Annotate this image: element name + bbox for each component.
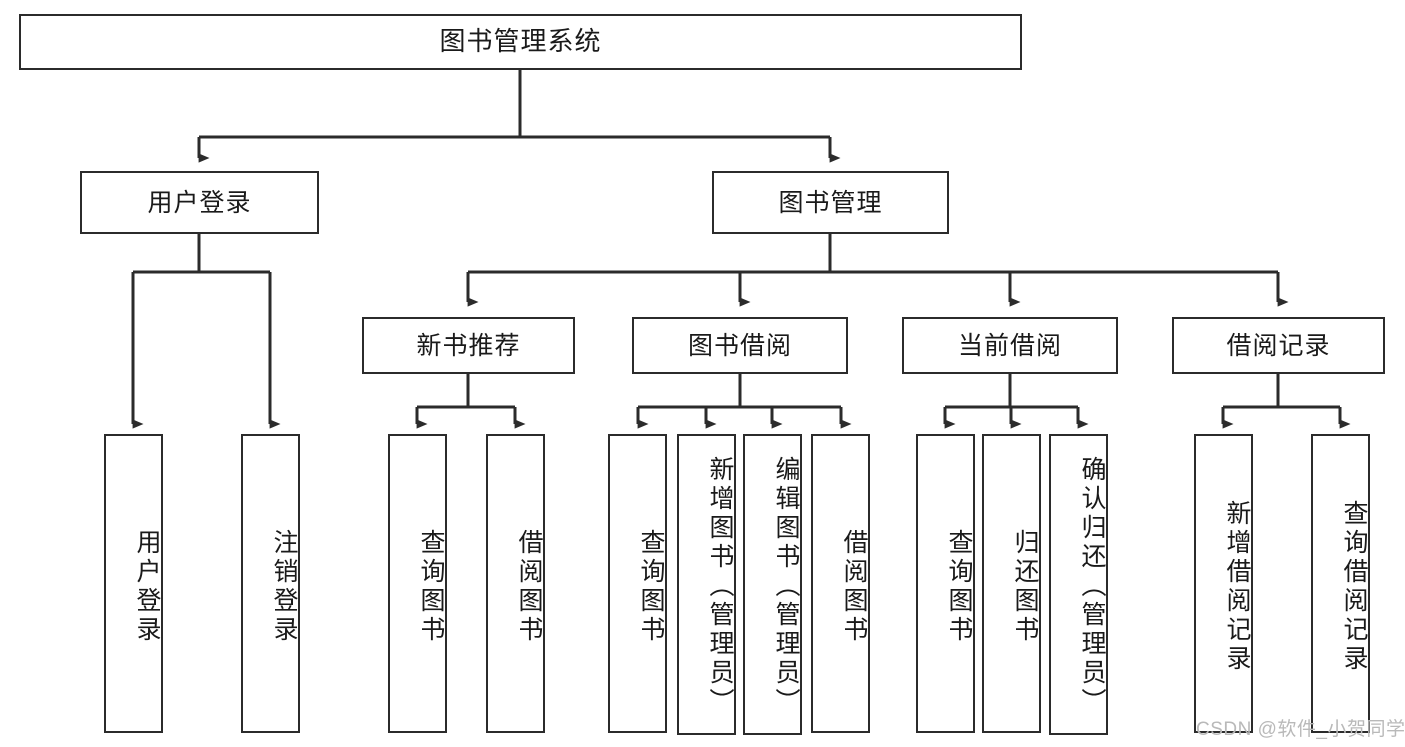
leaf-borrow-book-1-label: 借阅图书: [515, 528, 543, 645]
leaf-user-login-label: 用户登录: [133, 528, 161, 645]
leaf-add-book[interactable]: 新增图书（管理员）: [677, 434, 736, 735]
leaf-return-book[interactable]: 归还图书: [982, 434, 1041, 733]
leaf-add-book-label: 新增图书（管理员）: [706, 456, 734, 717]
leaf-query-record-label: 查询借阅记录: [1340, 499, 1368, 674]
node-current-borrow-label: 当前借阅: [957, 331, 1062, 360]
leaf-confirm-return-label: 确认归还（管理员）: [1078, 456, 1106, 717]
leaf-query-book-1-label: 查询图书: [417, 528, 445, 645]
node-book-borrow[interactable]: 图书借阅: [632, 317, 848, 374]
leaf-edit-book-label: 编辑图书（管理员）: [772, 456, 800, 717]
leaf-borrow-book-2-label: 借阅图书: [840, 528, 868, 645]
node-borrow-record-label: 借阅记录: [1226, 331, 1331, 360]
leaf-add-record[interactable]: 新增借阅记录: [1194, 434, 1253, 733]
leaf-logout-login-label: 注销登录: [270, 528, 298, 645]
leaf-edit-book[interactable]: 编辑图书（管理员）: [743, 434, 802, 735]
node-user-login-label: 用户登录: [147, 188, 252, 217]
node-new-book-recommend[interactable]: 新书推荐: [362, 317, 575, 374]
leaf-query-book-1[interactable]: 查询图书: [388, 434, 447, 733]
leaf-query-book-2[interactable]: 查询图书: [608, 434, 667, 733]
node-user-login[interactable]: 用户登录: [80, 171, 319, 234]
csdn-watermark: CSDN @软件_小贺同学: [1196, 719, 1405, 740]
leaf-borrow-book-1[interactable]: 借阅图书: [486, 434, 545, 733]
leaf-borrow-book-2[interactable]: 借阅图书: [811, 434, 870, 733]
leaf-query-record[interactable]: 查询借阅记录: [1311, 434, 1370, 733]
node-new-book-recommend-label: 新书推荐: [416, 331, 521, 360]
leaf-add-record-label: 新增借阅记录: [1223, 499, 1251, 674]
node-book-manage-label: 图书管理: [778, 188, 883, 217]
node-root[interactable]: 图书管理系统: [19, 14, 1022, 70]
node-book-manage[interactable]: 图书管理: [712, 171, 949, 234]
leaf-query-book-3-label: 查询图书: [945, 528, 973, 645]
leaf-logout-login[interactable]: 注销登录: [241, 434, 300, 733]
leaf-return-book-label: 归还图书: [1011, 528, 1039, 645]
leaf-user-login[interactable]: 用户登录: [104, 434, 163, 733]
leaf-query-book-3[interactable]: 查询图书: [916, 434, 975, 733]
node-root-label: 图书管理系统: [439, 26, 602, 57]
node-borrow-record[interactable]: 借阅记录: [1172, 317, 1385, 374]
node-book-borrow-label: 图书借阅: [687, 331, 792, 360]
leaf-confirm-return[interactable]: 确认归还（管理员）: [1049, 434, 1108, 735]
node-current-borrow[interactable]: 当前借阅: [902, 317, 1118, 374]
leaf-query-book-2-label: 查询图书: [637, 528, 665, 645]
